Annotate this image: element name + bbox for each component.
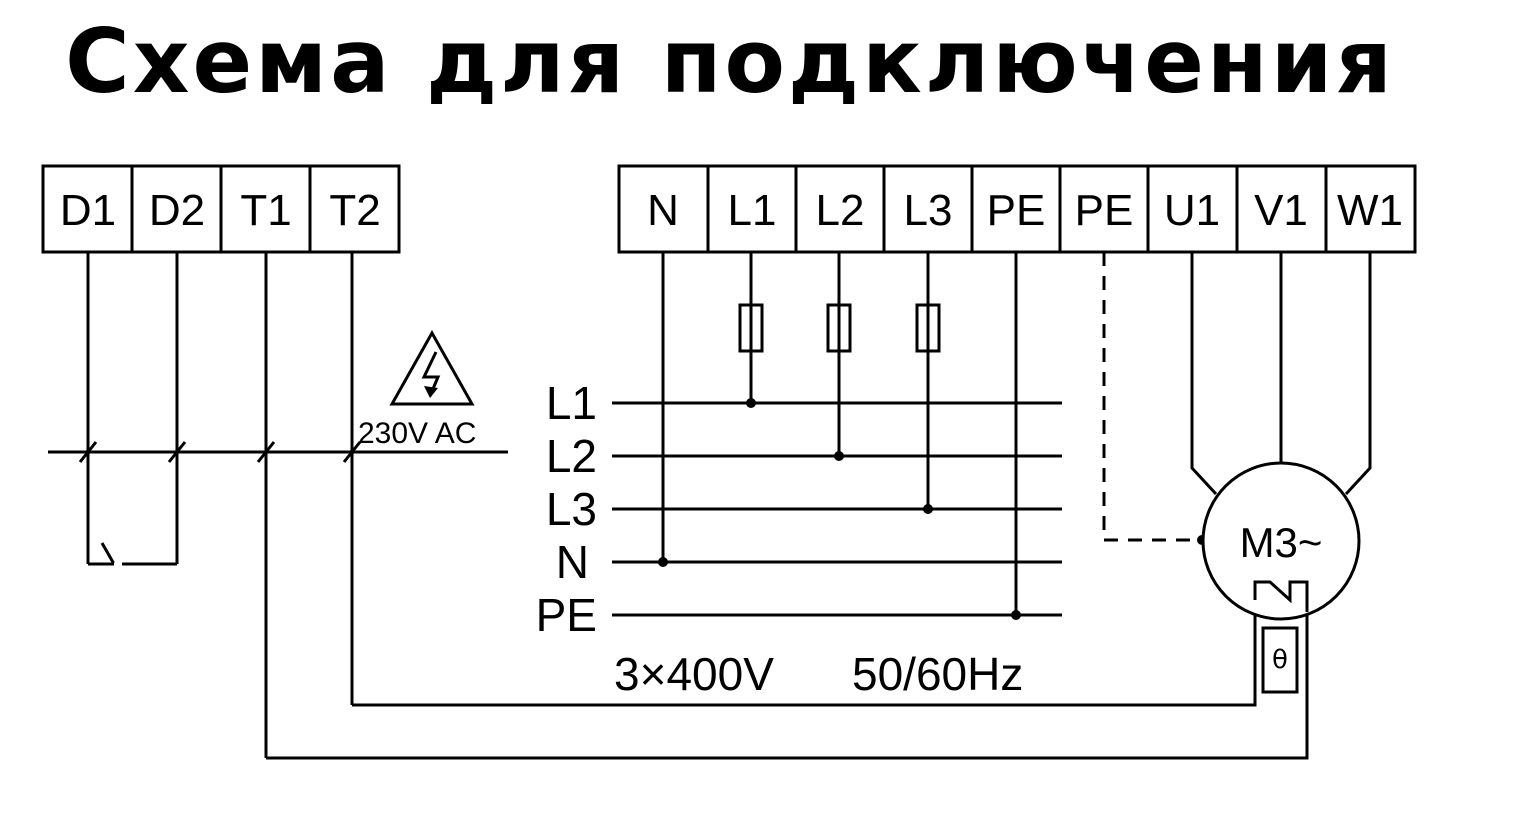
terminal-label-l1: L1 [728,186,777,235]
power-terminal-block: N L1 L2 L3 PE PE U1 V1 W1 [617,164,1417,254]
bus-label-l3: L3 [546,483,597,535]
lightning-bolt [421,351,441,397]
wire-t1-to-thermal [266,582,1309,760]
terminal-label-u1: U1 [1164,186,1220,235]
terminal-label-d1: D1 [60,186,116,235]
switch-contact [88,542,117,566]
bus-label-n: N [556,536,589,588]
thermal-sensor-box [1261,626,1299,694]
terminal-label-l3: L3 [904,186,953,235]
wire-t2-to-thermal [352,582,1257,707]
supply-buses: L1 L2 L3 N PE [536,377,1062,641]
motor-circle [1201,461,1361,621]
terminal-label-pe: PE [987,186,1046,235]
terminal-box-t2 [308,164,401,254]
wire-w1 [1344,252,1372,496]
page-title: Схема для подключения [65,10,1395,113]
wire-pe-motor-dashed [1102,252,1202,542]
bus-label-l1: L1 [546,377,597,429]
terminal-box-pe-motor [1058,164,1150,254]
junction-l2 [834,451,844,461]
junction-l1 [746,398,756,408]
thermal-contact [1253,580,1309,612]
thermal-symbol: θ [1272,645,1288,675]
terminal-box-d1 [41,164,134,254]
terminal-label-w1: W1 [1337,186,1403,235]
terminal-label-d2: D2 [149,186,205,235]
warning-triangle [389,329,475,406]
power-wiring [658,252,1021,620]
cable-tick [342,441,362,463]
supply-frequency-label: 50/60Hz [852,648,1023,700]
junction-l3 [923,504,933,514]
junction-n [658,557,668,567]
terminal-box-l3 [882,164,974,254]
cable-tick [167,441,187,463]
lightning-arrow [424,386,438,398]
supply-voltage-label: 3×400V [614,648,774,700]
motor-symbol: M3~ θ [1201,461,1361,694]
motor-wiring [1102,252,1372,545]
junction-pe [1011,610,1021,620]
cable-tick [78,441,98,463]
motor-label: M3~ [1240,519,1323,566]
control-wiring [48,252,1309,760]
control-voltage-label: 230V AC [358,417,476,450]
terminal-label-l2: L2 [816,186,865,235]
terminal-label-v1: V1 [1254,186,1308,235]
terminal-box-l1 [706,164,798,254]
cable-tick [256,441,276,463]
high-voltage-warning-icon [389,329,475,406]
control-terminal-block: D1 D2 T1 T2 [41,164,401,254]
terminal-box-v1 [1235,164,1328,254]
terminal-label-t1: T1 [240,186,291,235]
terminal-label-t2: T2 [329,186,380,235]
terminal-label-pe-motor: PE [1075,186,1134,235]
bus-label-l2: L2 [546,430,597,482]
bus-label-pe: PE [536,589,597,641]
terminal-label-n: N [647,186,679,235]
wire-u1 [1190,252,1218,496]
